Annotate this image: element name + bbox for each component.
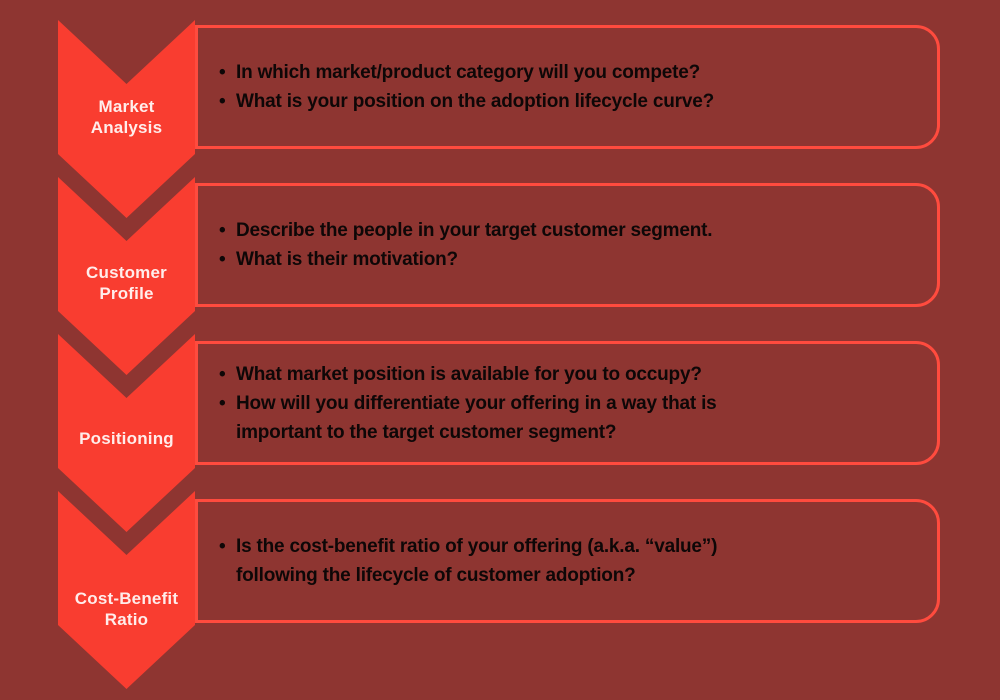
chevron-arrow-cost-benefit-ratio bbox=[58, 491, 195, 689]
question-box-positioning: • What market position is available for … bbox=[195, 341, 940, 465]
question-line: How will you differentiate your offering… bbox=[236, 392, 717, 414]
bullet-text: What is your position on the adoption li… bbox=[236, 87, 714, 116]
question-line: In which market/product category will yo… bbox=[236, 62, 701, 83]
question-box-customer-profile: • Describe the people in your target cus… bbox=[195, 183, 940, 307]
bullet-text: Is the cost-benefit ratio of your offeri… bbox=[236, 532, 717, 590]
chevron-shape bbox=[58, 177, 195, 375]
question-line: What market position is available for yo… bbox=[236, 363, 702, 385]
bullet-item: • In which market/product category will … bbox=[219, 58, 923, 87]
chevron-label-positioning: Positioning bbox=[58, 428, 195, 449]
bullet-item: • What is your position on the adoption … bbox=[219, 87, 923, 116]
question-line: What is your position on the adoption li… bbox=[236, 91, 714, 112]
question-line: What is their motivation? bbox=[236, 249, 458, 270]
bullet-dot: • bbox=[219, 249, 226, 270]
chevron-shape bbox=[58, 20, 195, 218]
chevron-label-customer-profile: Customer Profile bbox=[58, 262, 195, 304]
chevron-arrow-market-analysis bbox=[58, 20, 195, 218]
bullet-text: How will you differentiate your offering… bbox=[236, 389, 717, 447]
chevron-arrow-customer-profile bbox=[58, 177, 195, 375]
question-box-market-analysis: • In which market/product category will … bbox=[195, 25, 940, 149]
label-line: Market bbox=[98, 97, 155, 116]
question-line: Describe the people in your target custo… bbox=[236, 220, 713, 241]
chevron-arrow-positioning bbox=[58, 334, 195, 532]
label-line: Customer bbox=[86, 263, 167, 282]
bullet-dot: • bbox=[219, 392, 226, 414]
question-line: important to the target customer segment… bbox=[236, 421, 617, 443]
bullet-dot: • bbox=[219, 62, 226, 83]
label-line: Profile bbox=[99, 284, 154, 303]
chevron-label-cost-benefit-ratio: Cost-Benefit Ratio bbox=[58, 588, 195, 630]
question-line: following the lifecycle of customer adop… bbox=[236, 565, 636, 586]
bullet-item: • What market position is available for … bbox=[219, 360, 923, 389]
bullet-text: What market position is available for yo… bbox=[236, 360, 702, 389]
bullet-text: What is their motivation? bbox=[236, 245, 458, 274]
bullet-item: • Is the cost-benefit ratio of your offe… bbox=[219, 532, 923, 590]
bullet-dot: • bbox=[219, 220, 226, 241]
bullet-item: • What is their motivation? bbox=[219, 245, 923, 274]
question-box-cost-benefit-ratio: • Is the cost-benefit ratio of your offe… bbox=[195, 499, 940, 623]
bullet-text: Describe the people in your target custo… bbox=[236, 216, 713, 245]
chevron-shape bbox=[58, 334, 195, 532]
question-line: Is the cost-benefit ratio of your offeri… bbox=[236, 536, 718, 557]
chevron-label-market-analysis: Market Analysis bbox=[58, 96, 195, 138]
bullet-item: • How will you differentiate your offeri… bbox=[219, 389, 923, 447]
label-line: Cost-Benefit bbox=[74, 589, 179, 608]
label-line: Ratio bbox=[104, 610, 149, 629]
bullet-text: In which market/product category will yo… bbox=[236, 58, 700, 87]
bullet-item: • Describe the people in your target cus… bbox=[219, 216, 923, 245]
bullet-dot: • bbox=[219, 536, 226, 557]
label-line: Analysis bbox=[90, 118, 163, 137]
chevron-shape bbox=[58, 491, 195, 689]
bullet-dot: • bbox=[219, 91, 226, 112]
label-line: Positioning bbox=[79, 429, 174, 448]
bullet-dot: • bbox=[219, 363, 226, 385]
